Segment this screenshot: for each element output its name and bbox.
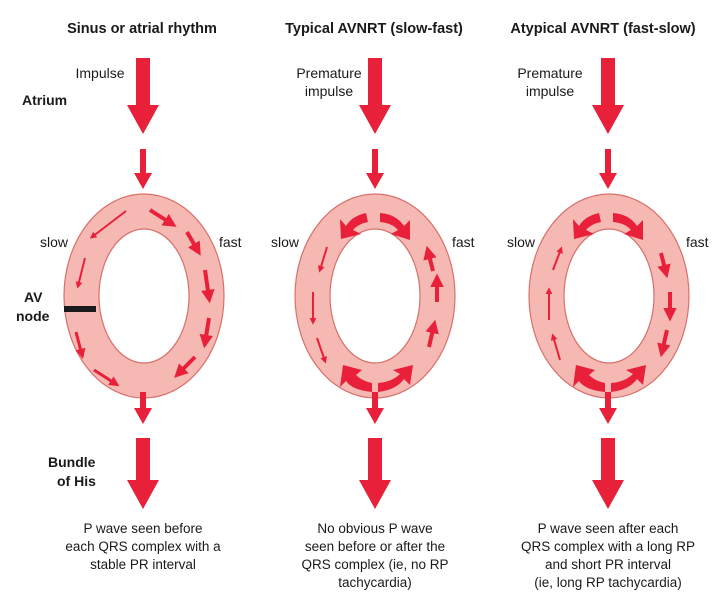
fast-label: fast (686, 234, 709, 250)
bundle-arrow (127, 438, 159, 509)
impulse-label-line1: Premature (296, 65, 362, 81)
turnaround-arrow (573, 213, 601, 239)
panel-sinus-rhythm: Sinus or atrial rhythm Impulse slow fast… (40, 21, 242, 572)
bundle-arrow (359, 438, 391, 509)
fast-path-arrow (185, 230, 201, 256)
slow-path-arrow (317, 246, 328, 273)
bundle-arrow (592, 438, 624, 509)
turnaround-arrow (340, 365, 372, 392)
caption-line: QRS complex (ie, no RP (301, 557, 448, 572)
caption-line: tachycardia) (338, 575, 412, 590)
caption-line: QRS complex with a long RP (521, 539, 695, 554)
atrium-label: Atrium (22, 92, 67, 108)
fast-path-arrow (657, 329, 671, 358)
panel-atypical-avnrt: Atypical AVNRT (fast-slow) Premature imp… (507, 21, 709, 590)
av-node-ring (63, 193, 225, 399)
av-node-label-line1: AV (24, 289, 43, 305)
fast-path-arrow (174, 355, 197, 378)
panel-title: Sinus or atrial rhythm (67, 21, 217, 37)
entry-arrow (134, 149, 152, 189)
bundle-label-line1: Bundle (48, 454, 96, 470)
impulse-arrow (592, 58, 624, 134)
av-node-ring (528, 193, 690, 399)
panel-title: Typical AVNRT (slow-fast) (285, 21, 463, 37)
panel-title: Atypical AVNRT (fast-slow) (510, 21, 695, 37)
impulse-label-line2: impulse (305, 83, 353, 99)
turnaround-arrow (378, 365, 413, 392)
bundle-label-line2: of His (57, 473, 96, 489)
impulse-label: Impulse (75, 65, 124, 81)
fast-path-arrow (657, 252, 671, 279)
slow-path-arrow (550, 333, 561, 361)
turnaround-arrow (573, 365, 605, 392)
turnaround-arrow (380, 213, 410, 240)
fast-path-arrow (201, 269, 215, 304)
slow-path-arrow (552, 246, 563, 271)
impulse-label-line1: Premature (517, 65, 583, 81)
slow-path-arrow (93, 368, 120, 387)
exit-arrow (366, 392, 384, 424)
conduction-block-bar (64, 306, 96, 312)
av-node-label-line2: node (16, 308, 50, 324)
slow-path-arrow (316, 337, 327, 364)
impulse-arrow (127, 58, 159, 134)
caption-line: P wave seen before (83, 521, 202, 536)
slow-path-arrow (74, 331, 86, 359)
caption-line: (ie, long RP tachycardia) (534, 575, 682, 590)
fast-label: fast (452, 234, 475, 250)
fast-path-arrow (425, 319, 439, 348)
caption-line: P wave seen after each (538, 521, 679, 536)
slow-label: slow (40, 234, 69, 250)
slow-label: slow (271, 234, 300, 250)
impulse-label-line2: impulse (526, 83, 574, 99)
caption-line: seen before or after the (305, 539, 445, 554)
panel-typical-avnrt: Typical AVNRT (slow-fast) Premature impu… (271, 21, 475, 590)
turnaround-arrow (613, 213, 643, 240)
caption-line: stable PR interval (90, 557, 196, 572)
caption-line: and short PR interval (545, 557, 671, 572)
slow-path-arrow (75, 257, 86, 289)
entry-arrow (599, 149, 617, 189)
slow-label: slow (507, 234, 536, 250)
caption-line: each QRS complex with a (65, 539, 221, 554)
slow-path-arrow (89, 210, 127, 239)
exit-arrow (599, 392, 617, 424)
av-node-ring (294, 193, 456, 399)
caption-line: No obvious P wave (317, 521, 432, 536)
impulse-arrow (359, 58, 391, 134)
fast-path-arrow (199, 317, 214, 349)
fast-path-arrow (148, 208, 177, 227)
fast-label: fast (219, 234, 242, 250)
fast-path-arrow (423, 245, 437, 272)
turnaround-arrow (611, 365, 646, 392)
exit-arrow (134, 392, 152, 424)
turnaround-arrow (340, 213, 368, 239)
entry-arrow (366, 149, 384, 189)
